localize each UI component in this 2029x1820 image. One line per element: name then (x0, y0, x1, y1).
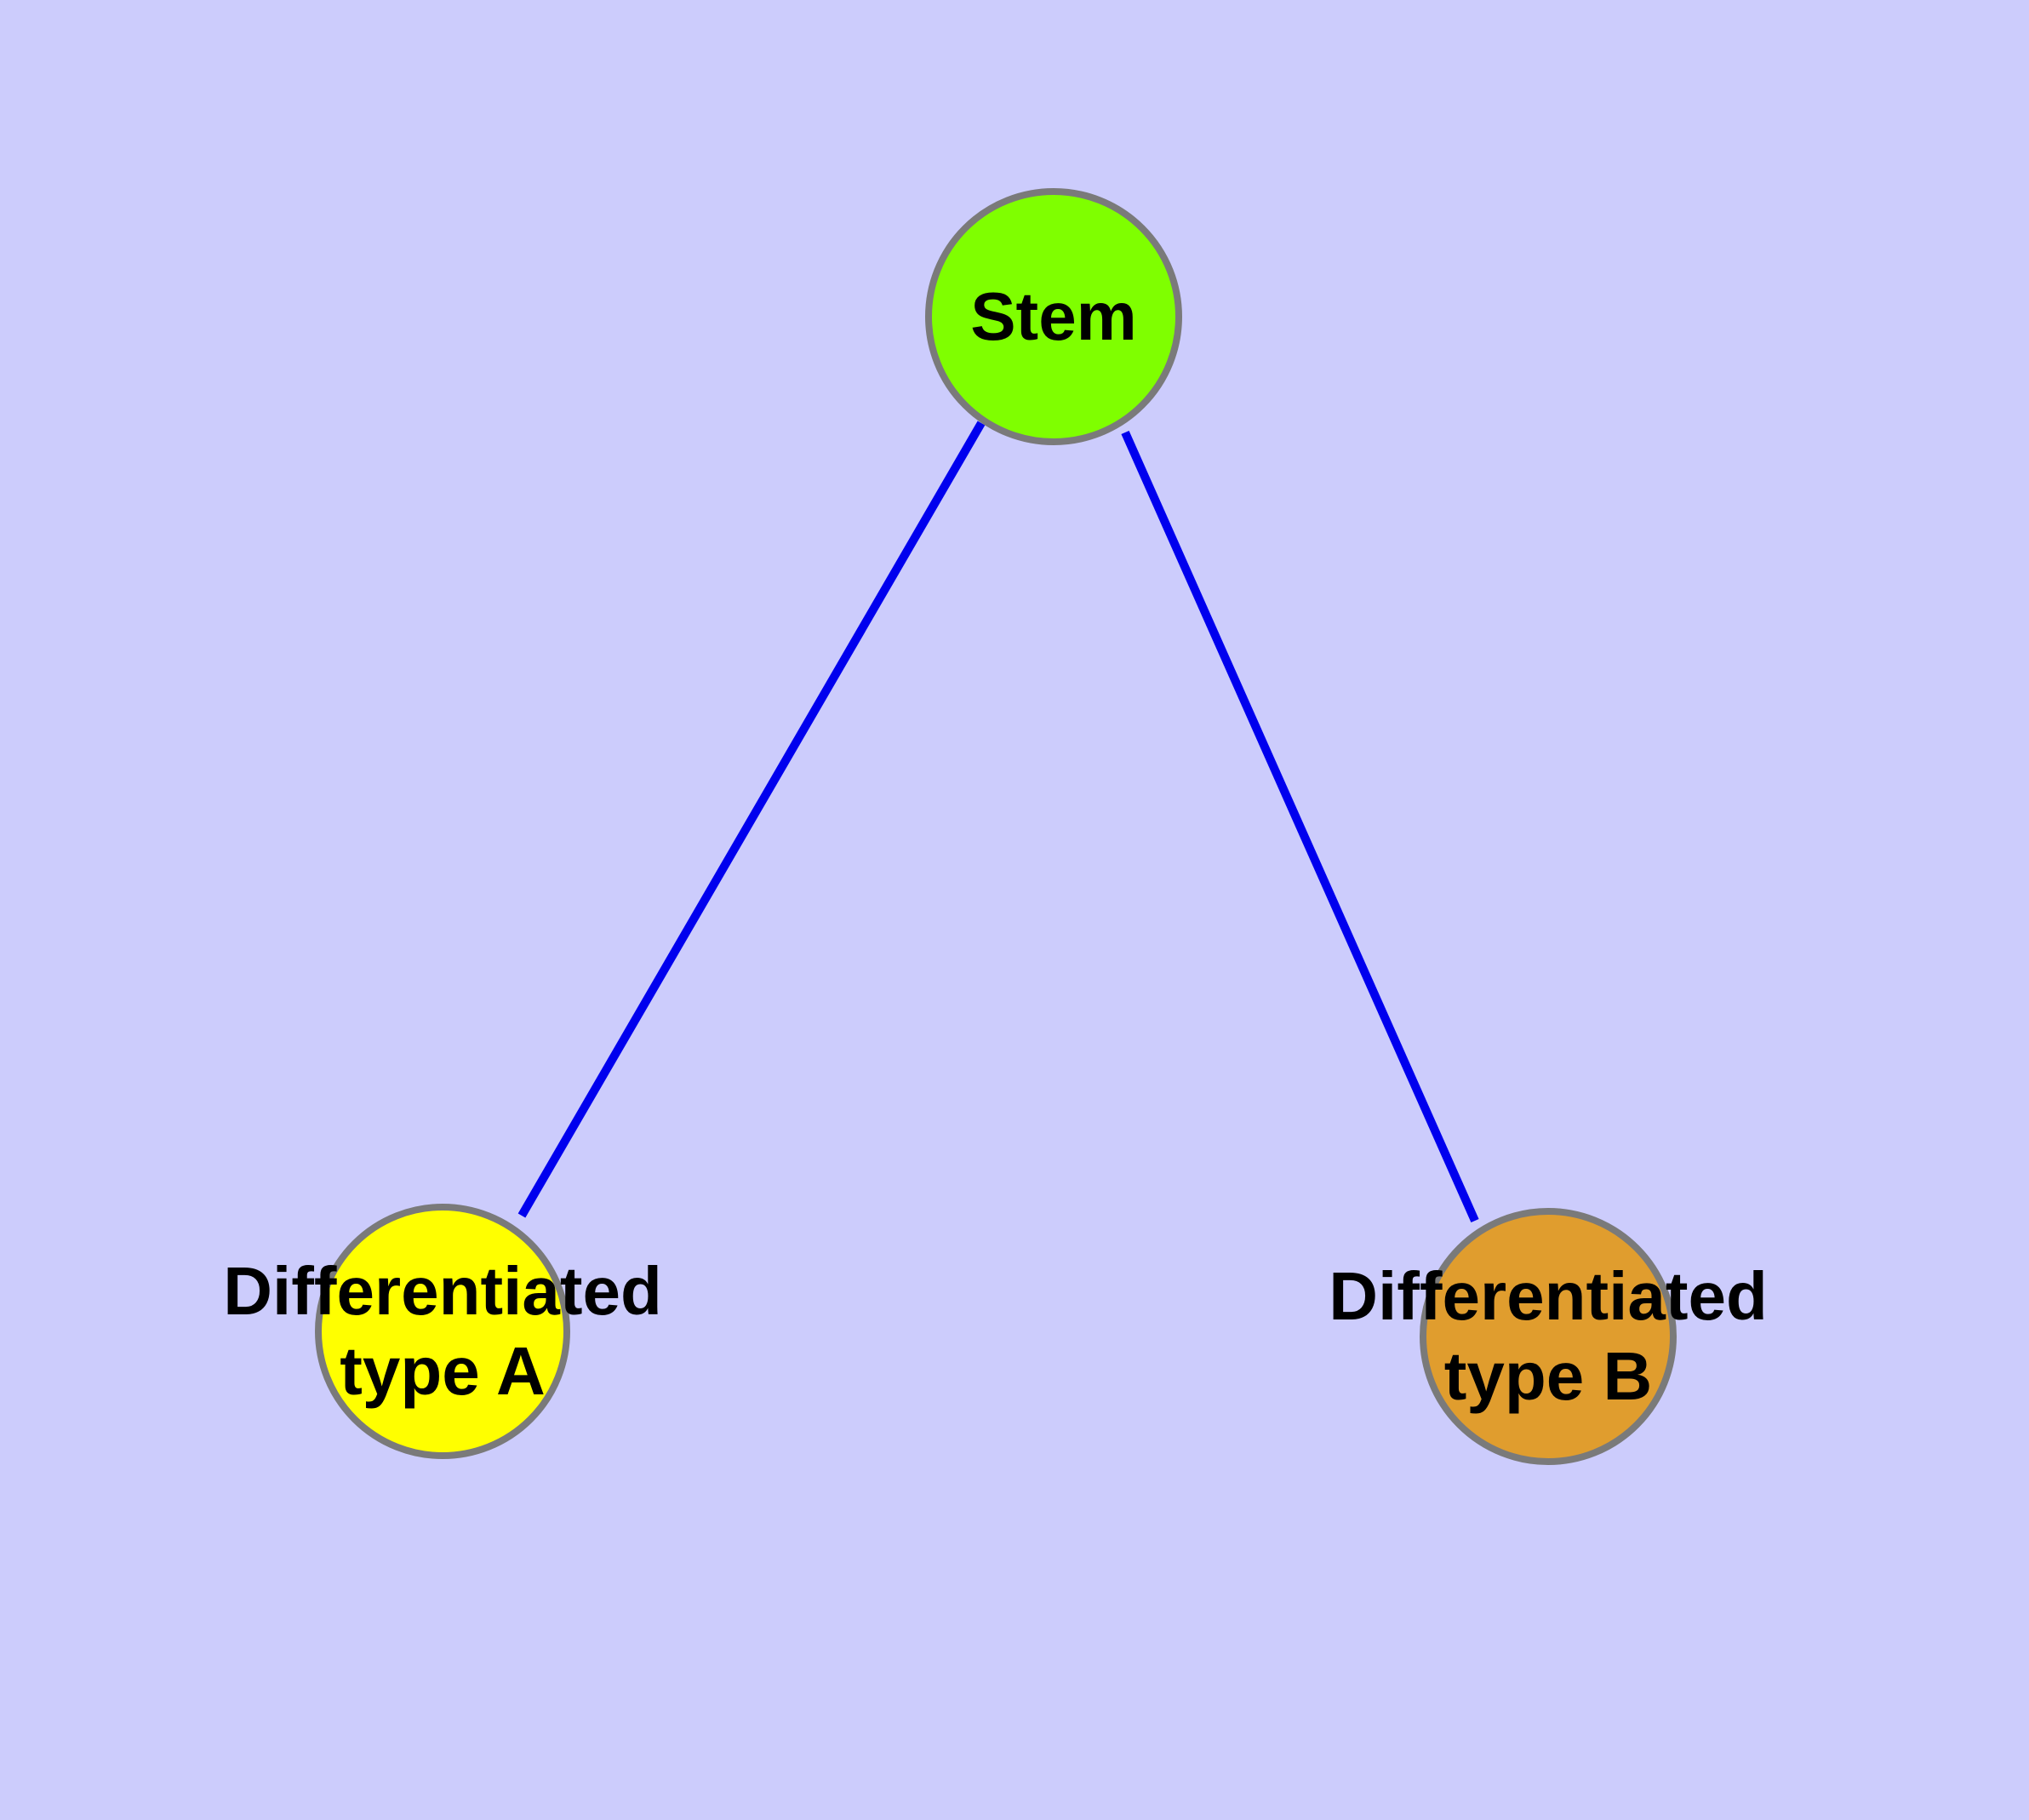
edge-stem-to-diff-b[interactable] (1121, 430, 1479, 1223)
edge-layer (517, 421, 1479, 1223)
node-layer (315, 188, 1677, 1465)
edge-stem-to-diff-a[interactable] (517, 421, 986, 1218)
node-circle-stem[interactable] (925, 188, 1182, 445)
node-circle-diff-b[interactable] (1420, 1208, 1677, 1465)
node-circle-diff-a[interactable] (315, 1204, 570, 1459)
